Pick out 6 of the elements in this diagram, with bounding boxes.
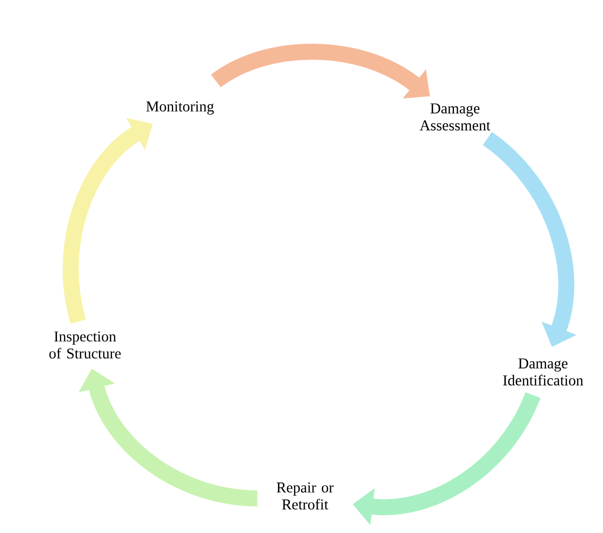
step-label: Damage Identification	[503, 358, 584, 386]
step-label: Damage Assessment	[420, 104, 490, 130]
step-label: Inspection of Structure	[49, 331, 121, 359]
step-label: Monitoring	[146, 101, 214, 115]
step-label: Repair or Retrofit	[276, 482, 334, 510]
curved-arrow	[211, 44, 430, 98]
